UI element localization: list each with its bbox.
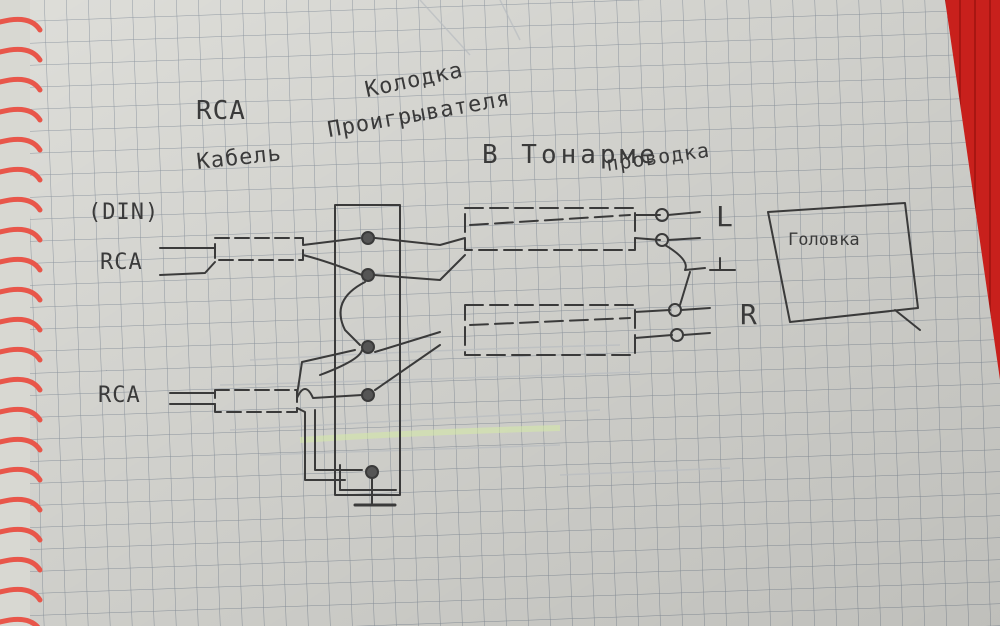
wiring-diagram: [159, 202, 921, 507]
spiral-binding: [0, 16, 43, 626]
label-channel-r: R: [740, 298, 758, 331]
tonearm-cable-top: [464, 207, 636, 251]
label-rca-input-1: RCA: [100, 250, 143, 275]
label-din: (DIN): [88, 200, 160, 225]
tonearm-cable-bottom: [464, 304, 636, 356]
terminal-ground: [365, 465, 379, 479]
label-v-tonarme: В Тонарме: [482, 140, 659, 170]
faint-background-writing: [219, 0, 731, 476]
rca-cable-top: [214, 237, 304, 261]
terminal-3: [361, 340, 375, 354]
cartridge-box: [767, 202, 919, 323]
label-rca-input-2: RCA: [98, 383, 141, 408]
label-channel-l: L: [716, 200, 734, 233]
terminal-1: [361, 231, 375, 245]
terminal-2: [361, 268, 375, 282]
terminal-block: [334, 204, 401, 496]
label-golovka: Головка: [788, 230, 860, 250]
rca-cable-bottom: [214, 389, 298, 413]
terminal-4: [361, 388, 375, 402]
label-rca-top: RCA: [196, 96, 246, 126]
